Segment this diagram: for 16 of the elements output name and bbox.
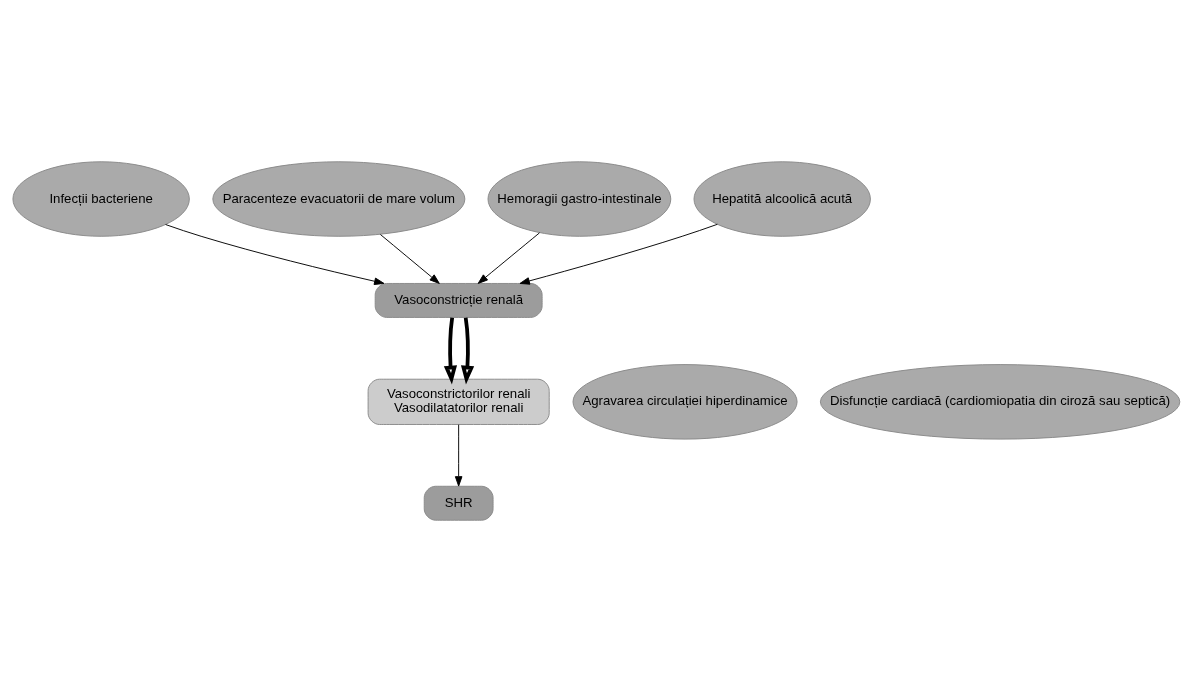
- arrow: [519, 223, 718, 285]
- node-box: SHR: [423, 485, 494, 521]
- arrow: [443, 317, 458, 385]
- node-ellipse: Infecții bacteriene: [12, 160, 190, 237]
- node-ellipse: Agravarea circulației hiperdinamice: [572, 363, 798, 440]
- arrow: [477, 231, 540, 284]
- arrow: [165, 223, 385, 285]
- node-box: Vasoconstrictorilor renali Vasodilatatorilor renali: [367, 378, 550, 425]
- node-ellipse: Disfuncție cardiacă (cardiomiopatia din ciroză sau septică): [819, 363, 1181, 440]
- node-ellipse: Hepatită alcoolică acută: [693, 160, 871, 237]
- node-ellipse: Hemoragii gastro-intestinale: [487, 160, 672, 237]
- node-ellipse: Paracenteze evacuatorii de mare volum: [212, 160, 466, 237]
- node-box: Vasoconstricție renală: [374, 282, 543, 318]
- arrow: [454, 423, 463, 487]
- arrow: [460, 317, 475, 385]
- arrow: [379, 233, 440, 284]
